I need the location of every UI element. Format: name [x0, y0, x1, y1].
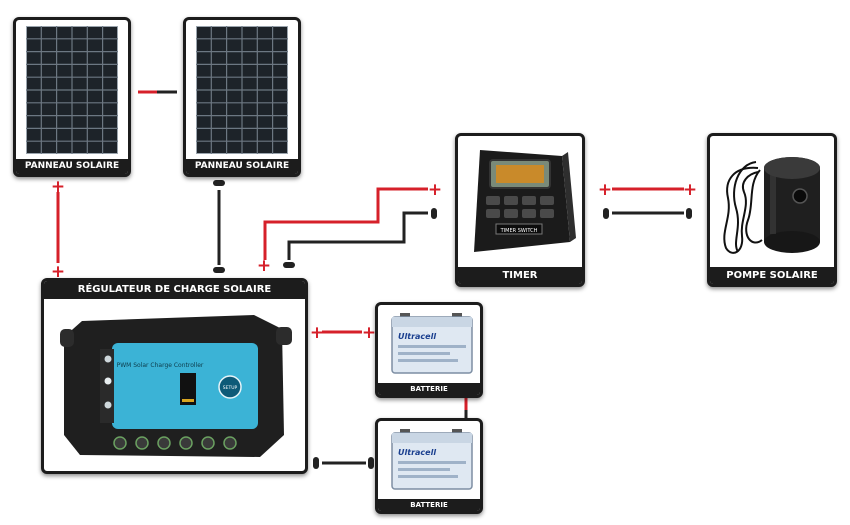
- charge-regulator-box: RÉGULATEUR DE CHARGE SOLAIRE PWM Solar C…: [41, 278, 308, 474]
- battery-1-brand: Ultracell: [398, 332, 436, 341]
- battery-2-brand: Ultracell: [398, 448, 436, 457]
- positive-terminal-pump: +: [683, 180, 697, 200]
- solar-panel-1: PANNEAU SOLAIRE: [13, 17, 131, 177]
- negative-terminal-regulator-battery: [313, 457, 319, 469]
- positive-terminal-regulator-top: +: [51, 262, 65, 282]
- timer-device-icon: TIMER SWITCH: [474, 150, 576, 252]
- battery-1-box: Ultracell BATTERIE: [375, 302, 483, 398]
- negative-terminal-pump: [686, 208, 692, 219]
- battery-icon: Ultracell: [391, 429, 473, 490]
- negative-terminal-timer-in: [431, 208, 437, 219]
- panel-1-caption: PANNEAU SOLAIRE: [16, 159, 128, 174]
- wire-regulator-positive-to-timer: [263, 187, 428, 260]
- controller-face-text: PWM Solar Charge Controller: [117, 362, 204, 369]
- solar-panel-icon: [196, 26, 288, 154]
- positive-terminal-timer-in: +: [428, 180, 442, 200]
- positive-terminal-regulator-battery: +: [310, 323, 324, 343]
- positive-terminal-battery: +: [362, 323, 376, 343]
- timer-device-text: TIMER SWITCH: [500, 228, 538, 234]
- regulator-caption: RÉGULATEUR DE CHARGE SOLAIRE: [44, 281, 305, 299]
- setup-button-text: SETUP: [223, 385, 238, 391]
- battery-2-caption: BATTERIE: [378, 499, 480, 511]
- pump-icon: [723, 157, 820, 254]
- charge-controller-icon: PWM Solar Charge Controller SETUP: [60, 315, 292, 457]
- positive-terminal-panel: +: [51, 177, 65, 197]
- battery-1-caption: BATTERIE: [378, 383, 480, 395]
- positive-terminal-timer-out: +: [598, 180, 612, 200]
- solar-panel-2: PANNEAU SOLAIRE: [183, 17, 301, 177]
- negative-terminal-regulator-out: [283, 262, 295, 268]
- solar-panel-icon: [26, 26, 118, 154]
- negative-terminal-timer-out: [603, 208, 609, 219]
- battery-2-box: Ultracell BATTERIE: [375, 418, 483, 514]
- panel-2-caption: PANNEAU SOLAIRE: [186, 159, 298, 174]
- positive-terminal-regulator-out: +: [257, 256, 271, 276]
- negative-terminal-battery: [368, 457, 374, 469]
- pump-box: POMPE SOLAIRE: [707, 133, 837, 287]
- negative-terminal-panel: [213, 180, 225, 186]
- timer-box: TIMER SWITCH TIMER: [455, 133, 585, 287]
- pump-caption: POMPE SOLAIRE: [710, 267, 834, 284]
- battery-icon: Ultracell: [391, 313, 473, 374]
- negative-terminal-regulator-top: [213, 267, 225, 273]
- timer-caption: TIMER: [458, 267, 582, 284]
- wire-regulator-negative-to-timer: [287, 211, 428, 260]
